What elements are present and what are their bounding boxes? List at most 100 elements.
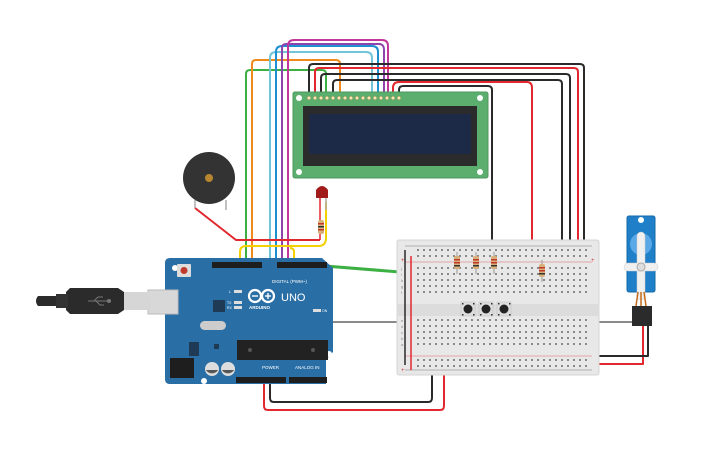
lcd-pin[interactable] [348,95,354,101]
micro-servo[interactable] [623,215,659,326]
pushbuttons [460,301,512,317]
breadboard-hole [471,267,473,269]
breadboard-hole [579,267,581,269]
breadboard-hole [519,359,521,361]
breadboard-hole [585,319,587,321]
breadboard-hole [579,319,581,321]
piezo-buzzer[interactable] [183,152,235,210]
wire-purple-lcd[interactable] [281,43,385,262]
wire-yellow-led[interactable] [239,202,327,262]
breadboard-hole [507,325,509,327]
breadboard-hole [549,285,551,287]
breadboard-hole [489,249,491,251]
power-header[interactable] [236,377,286,383]
digital-header-2[interactable] [277,262,327,268]
arduino-uno[interactable]: ARDUINO UNO DIGITAL (PWM~) POWER ANALOG … [147,258,333,384]
breadboard-hole [579,359,581,361]
lcd-pin[interactable] [324,95,330,101]
lcd-pin[interactable] [366,95,372,101]
dc-power-jack[interactable] [170,358,194,378]
wire-magenta-lcd[interactable] [287,39,389,262]
analog-header[interactable] [289,377,327,383]
lcd-pin[interactable] [306,95,312,101]
lcd-pin[interactable] [354,95,360,101]
row-letter: d [401,324,403,329]
wire-red-servo[interactable] [590,326,644,365]
breadboard-hole [513,365,515,367]
usb-port[interactable] [147,289,179,315]
wire-yellow-2[interactable] [289,247,295,262]
servo-connector[interactable] [632,306,652,326]
lcd-pin[interactable] [312,95,318,101]
breadboard-hole [489,343,491,345]
buzzer-center [205,174,213,182]
lcd-pin[interactable] [330,95,336,101]
breadboard-hole [501,325,503,327]
lcd-pin[interactable] [378,95,384,101]
resistor[interactable] [539,260,545,282]
pushbutton[interactable] [478,301,494,317]
wire-black-lcd-4[interactable] [398,85,493,250]
breadboard-hole [585,255,587,257]
lcd-pin[interactable] [360,95,366,101]
led-resistor[interactable] [318,220,324,234]
wire-green-lcd[interactable] [245,69,327,262]
lcd-pin[interactable] [396,95,402,101]
resistor[interactable] [473,252,479,274]
breadboard-hole [417,267,419,269]
resistor[interactable] [454,252,460,274]
breadboard-hole [549,365,551,367]
row-letter: h [401,278,403,283]
breadboard-hole [519,325,521,327]
breadboard-hole [447,267,449,269]
breadboard-hole [579,343,581,345]
lcd-pin[interactable] [384,95,390,101]
row-letter: g [401,284,403,289]
pushbutton[interactable] [460,301,476,317]
usb-cable[interactable] [36,288,150,314]
breadboard-hole [435,279,437,281]
breadboard-hole [537,267,539,269]
lcd-pin[interactable] [342,95,348,101]
breadboard-hole [459,273,461,275]
lcd-pin[interactable] [318,95,324,101]
lcd-display[interactable] [292,91,489,179]
breadboard-hole [477,319,479,321]
wire-black-gnd[interactable] [269,356,433,403]
breadboard-hole [519,267,521,269]
breadboard-hole [549,325,551,327]
breadboard-hole [567,319,569,321]
breadboard-hole [423,325,425,327]
breadboard-hole [429,255,431,257]
wire-black-lcd-2[interactable] [320,73,571,250]
wire-red-5v[interactable] [263,366,445,411]
breadboard-hole [567,255,569,257]
resistor[interactable] [491,252,497,274]
breadboard-hole [429,267,431,269]
digital-header-1[interactable] [212,262,262,268]
wire-black-lcd-1[interactable] [308,63,585,250]
wire-red-lcd-1[interactable] [314,67,579,260]
breadboard-hole [459,359,461,361]
wire-black-servo[interactable] [590,326,649,357]
wire-blue-lcd[interactable] [275,45,379,262]
breadboard-hole [495,359,497,361]
atmega-chip [237,340,328,360]
breadboard-hole [423,343,425,345]
breadboard-hole [447,279,449,281]
breadboard-hole [489,325,491,327]
breadboard-hole [513,343,515,345]
breadboard-hole [441,337,443,339]
lcd-pin[interactable] [372,95,378,101]
lcd-pin[interactable] [390,95,396,101]
breadboard-hole [549,359,551,361]
breadboard-hole [573,337,575,339]
wire-red-buzzer[interactable] [194,207,320,241]
lcd-pin[interactable] [336,95,342,101]
wire-black-lcd-3[interactable] [332,79,563,250]
pushbutton[interactable] [496,301,512,317]
wire-lightblue-lcd[interactable] [269,51,373,262]
wire-orange-lcd[interactable] [251,59,341,262]
breadboard-hole [555,331,557,333]
breadboard-hole [531,319,533,321]
